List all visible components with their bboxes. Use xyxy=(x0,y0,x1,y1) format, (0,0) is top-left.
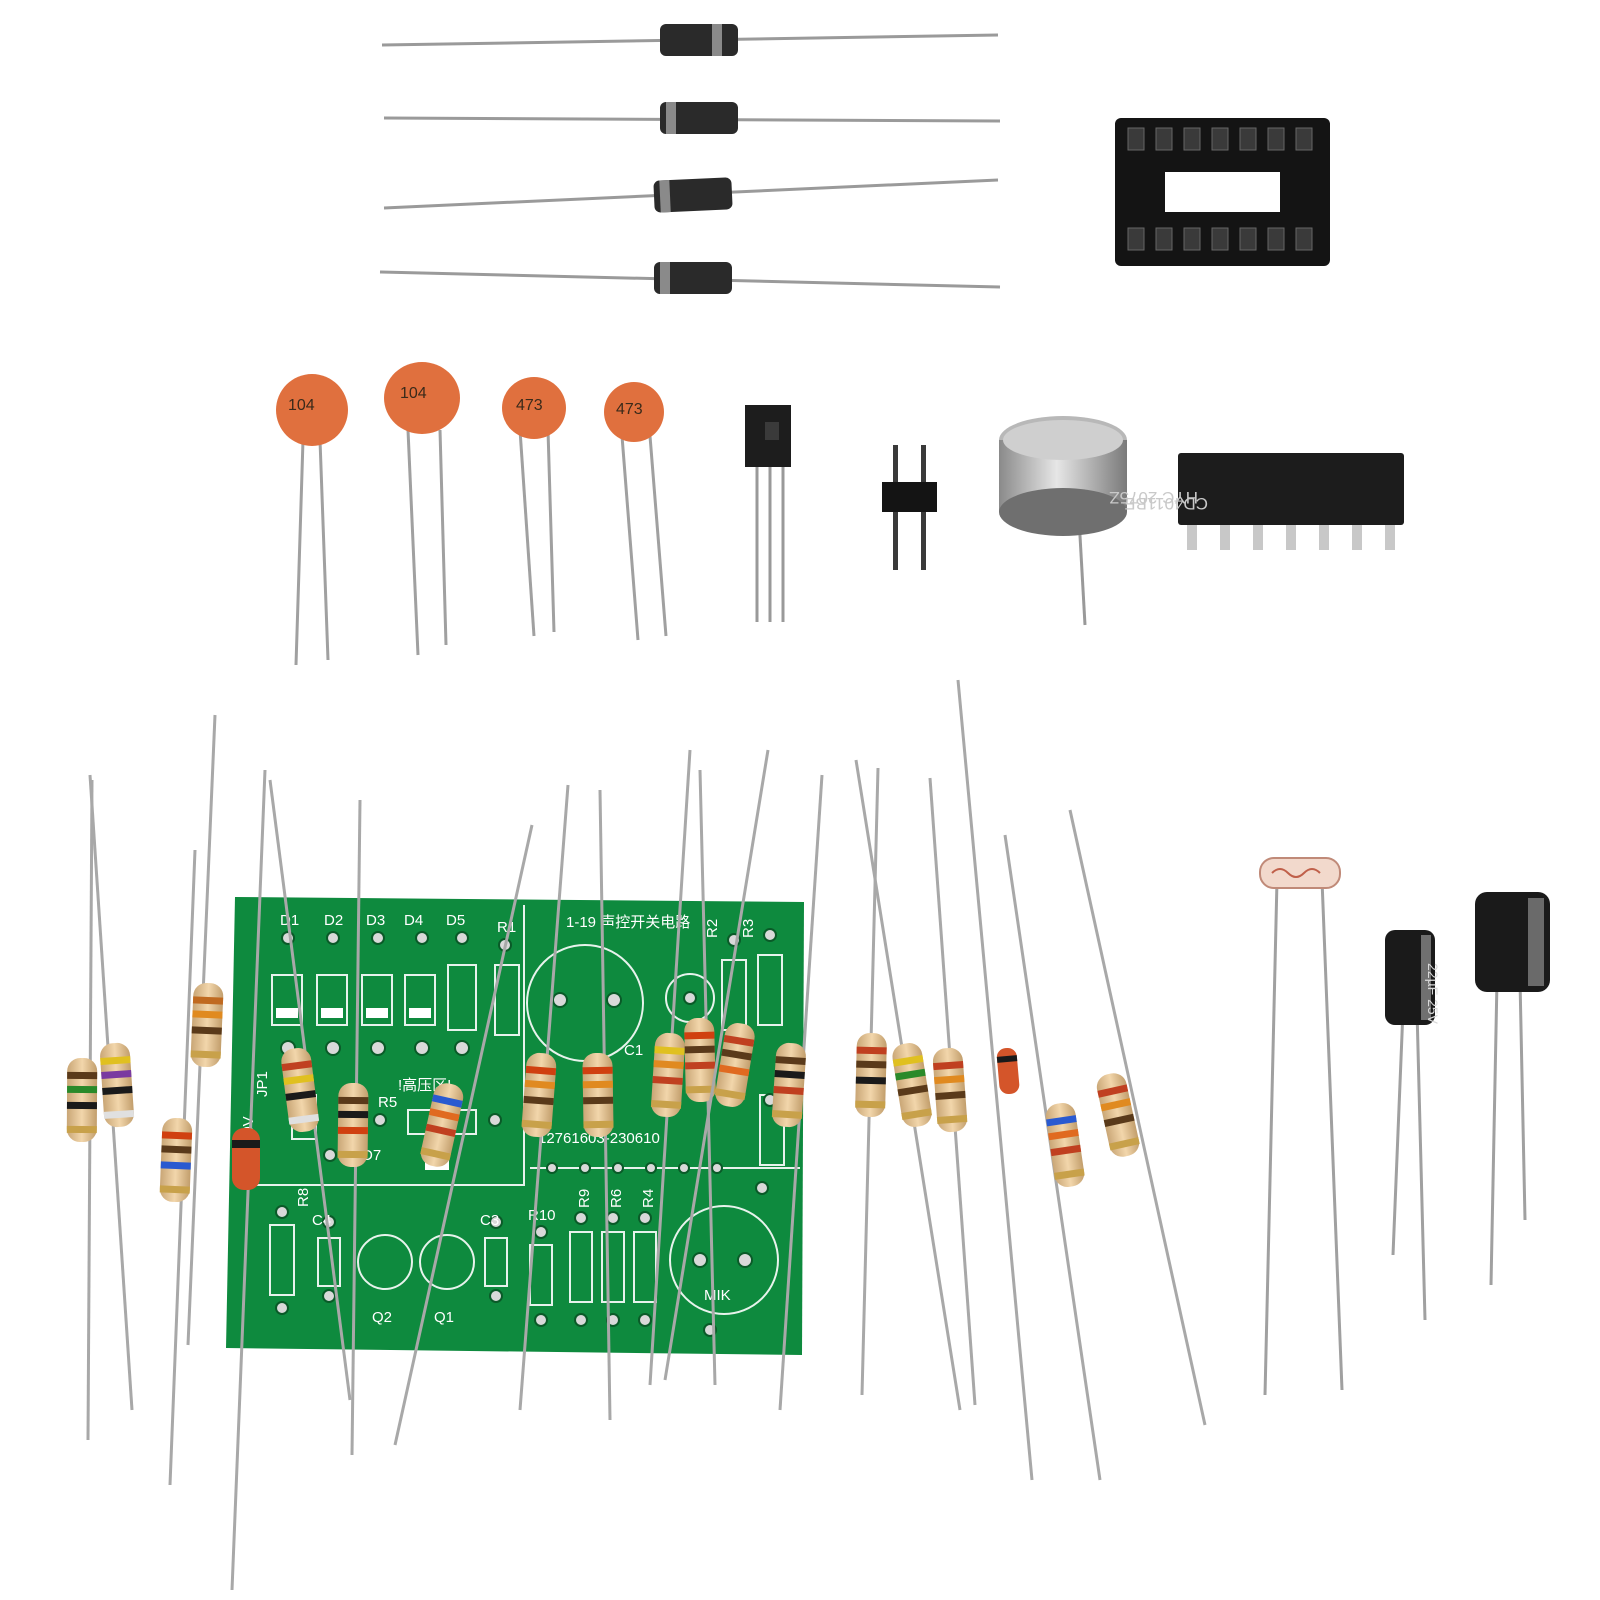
label-c3: C3 xyxy=(480,1212,499,1229)
resistor xyxy=(928,777,977,1406)
resistor xyxy=(663,749,770,1381)
cap-label: 104 xyxy=(400,385,427,402)
label-d4: D4 xyxy=(404,912,423,929)
resistor xyxy=(88,774,135,1411)
zener-diode-right xyxy=(956,679,1034,1481)
label-r10: R10 xyxy=(528,1207,556,1224)
diode-1 xyxy=(381,24,999,56)
cap-label: 473 xyxy=(616,401,643,418)
label-d5: D5 xyxy=(446,912,465,929)
label-d3: D3 xyxy=(366,912,385,929)
ceramic-capacitor-4: 473 xyxy=(604,382,668,641)
label-r4: R4 xyxy=(640,1189,657,1208)
electrolytic-capacitor-large xyxy=(1475,892,1550,1286)
electrolytic-capacitor-small: 22µF 25V xyxy=(1385,930,1441,1321)
label-d2: D2 xyxy=(324,912,343,929)
ic-socket xyxy=(1115,118,1330,266)
resistor xyxy=(648,749,692,1386)
photoresistor xyxy=(1259,857,1344,1396)
label-r3: R3 xyxy=(740,919,757,938)
resistor xyxy=(1068,809,1207,1426)
label-jp1: JP1 xyxy=(254,1071,271,1097)
resistor xyxy=(518,784,570,1411)
resistor xyxy=(186,714,224,1346)
pcb-title: 1-19 声控开关电路 xyxy=(566,913,690,931)
resistor xyxy=(582,789,614,1421)
resistor xyxy=(771,774,824,1411)
label-mik: MIK xyxy=(704,1287,731,1304)
diode-2 xyxy=(383,102,1001,134)
resistor xyxy=(159,849,197,1486)
label-r8: R8 xyxy=(295,1188,312,1207)
label-r2: R2 xyxy=(704,919,721,938)
label-c1: C1 xyxy=(624,1042,643,1059)
diode-3 xyxy=(383,177,999,213)
electret-microphone xyxy=(999,416,1127,626)
resistor-group xyxy=(66,714,1207,1486)
label-q2: Q2 xyxy=(372,1309,392,1326)
label-q1: Q1 xyxy=(434,1309,454,1326)
resistor xyxy=(684,769,717,1386)
ecap-small-label: 22µF 25V xyxy=(1425,963,1441,1025)
zener-diode-left xyxy=(230,769,267,1591)
resistor xyxy=(854,759,962,1411)
ic-chip: HYC 2075Z CD4011BE xyxy=(1109,453,1404,550)
ceramic-capacitor-1: 104 xyxy=(276,374,348,666)
chip-text-1: CD4011BE xyxy=(1124,494,1208,513)
cap-label: 104 xyxy=(288,397,315,414)
label-r6: R6 xyxy=(608,1189,625,1208)
cap-label: 473 xyxy=(516,397,543,414)
pcb-serial: 12761603-230610 xyxy=(538,1130,660,1147)
transistor xyxy=(745,405,791,622)
label-r5: R5 xyxy=(378,1094,397,1111)
chip-text-2: HYC 2075Z xyxy=(1109,488,1198,507)
label-r9: R9 xyxy=(576,1189,593,1208)
ceramic-capacitor-3: 473 xyxy=(502,377,566,637)
resistor xyxy=(1003,834,1102,1481)
pin-header xyxy=(882,445,937,570)
resistor xyxy=(337,799,369,1456)
ceramic-capacitor-2: 104 xyxy=(384,362,460,656)
diode-4 xyxy=(379,262,1001,294)
resistor xyxy=(66,779,98,1441)
resistor xyxy=(393,824,534,1446)
resistor xyxy=(268,779,352,1401)
